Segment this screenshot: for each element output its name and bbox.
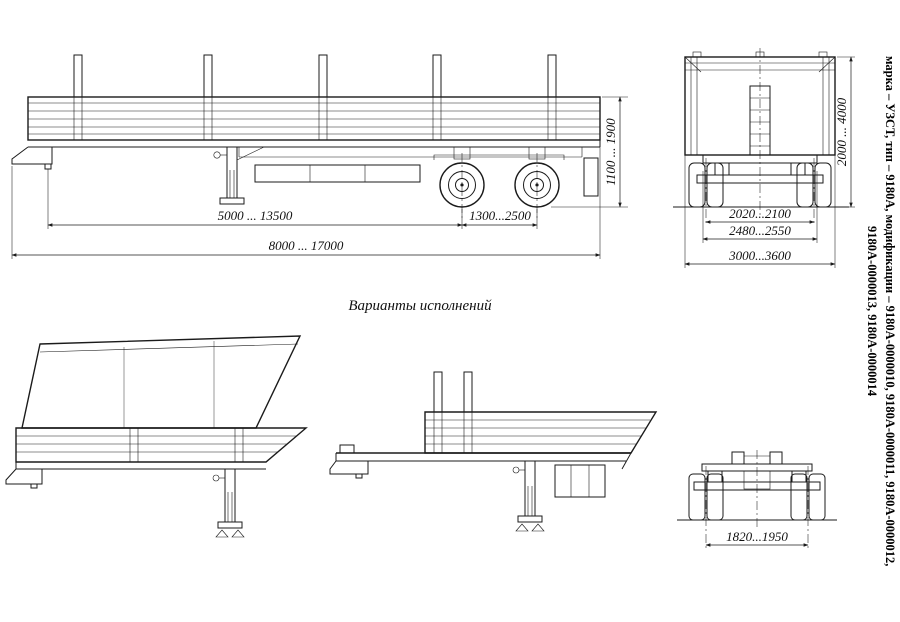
cover-tarp bbox=[21, 335, 302, 429]
axle bbox=[693, 481, 821, 491]
dim-height-overall-label: 2000 ... 4000 bbox=[834, 97, 849, 166]
view-front: 2020...2100 2480...2550 3000...3600 2000… bbox=[663, 46, 863, 304]
tire bbox=[688, 162, 706, 208]
view-variant-covered bbox=[4, 330, 324, 570]
margin-note-line1: марка – УЗСТ, тип – 9180А, модификации –… bbox=[883, 55, 897, 567]
dimension-height-overall: 2000 ... 4000 bbox=[834, 56, 855, 208]
dim-width-inner-label: 2020...2100 bbox=[729, 206, 791, 221]
side-view-drawing: 5000 ... 13500 1300...2500 8000 ... 1700… bbox=[11, 54, 628, 259]
frame-and-gooseneck bbox=[11, 140, 601, 183]
chassis-front bbox=[673, 154, 849, 226]
chassis-structure bbox=[693, 451, 821, 491]
tire bbox=[790, 473, 808, 521]
tire bbox=[808, 473, 826, 521]
toolbox bbox=[554, 464, 606, 498]
landing-gear bbox=[212, 469, 245, 538]
landing-gear-foot bbox=[219, 197, 245, 205]
front-view-drawing: 2020...2100 2480...2550 3000...3600 2000… bbox=[673, 48, 855, 268]
dim-axle-spacing-label: 1300...2500 bbox=[469, 208, 531, 223]
landing-gear-foot bbox=[217, 521, 243, 529]
stake-posts bbox=[433, 371, 473, 413]
bed-panel bbox=[27, 96, 601, 141]
fender bbox=[433, 154, 565, 160]
frame-and-gooseneck bbox=[5, 462, 266, 489]
bed-panel bbox=[15, 427, 308, 463]
crank-handle-icon bbox=[212, 474, 220, 482]
kingpin bbox=[30, 483, 38, 489]
side-guard-rail bbox=[254, 164, 421, 183]
wheels bbox=[677, 466, 837, 550]
dimension-overall-length: 8000 ... 17000 bbox=[11, 147, 601, 259]
kingpin bbox=[355, 473, 363, 479]
chassis-rear-drawing: 1820...1950 bbox=[677, 450, 837, 550]
landing-gear bbox=[512, 461, 545, 532]
margin-note: марка – УЗСТ, тип – 9180А, модификации –… bbox=[861, 0, 899, 622]
halfboard-variant-drawing bbox=[329, 371, 658, 532]
wheel bbox=[439, 153, 485, 220]
dim-track-label: 1820...1950 bbox=[726, 529, 788, 544]
dim-platform-height-label: 1100 ... 1900 bbox=[603, 118, 618, 186]
dimension-width-inner: 2020...2100 bbox=[705, 206, 815, 224]
tire bbox=[706, 473, 724, 521]
kingpin bbox=[44, 163, 52, 170]
tire bbox=[814, 162, 832, 208]
variants-caption: Варианты исполнений bbox=[348, 298, 492, 314]
view-chassis-rear: 1820...1950 bbox=[672, 448, 842, 573]
wheel bbox=[514, 153, 560, 220]
landing-gear-foot bbox=[517, 515, 543, 523]
view-variant-halfboard bbox=[328, 358, 668, 558]
mudflap bbox=[583, 157, 599, 197]
view-side-main: 5000 ... 13500 1300...2500 8000 ... 1700… bbox=[6, 48, 651, 268]
landing-gear bbox=[213, 146, 265, 205]
crank-handle-icon bbox=[512, 466, 520, 474]
bed-panel bbox=[424, 411, 658, 470]
dim-width-overall-label: 3000...3600 bbox=[728, 248, 791, 263]
axle bbox=[696, 174, 824, 184]
dimension-platform-height: 1100 ... 1900 bbox=[551, 96, 628, 208]
dimension-axle-spacing: 1300...2500 bbox=[461, 208, 538, 229]
axle-group bbox=[433, 146, 599, 220]
covered-variant-drawing bbox=[5, 335, 308, 538]
platform-and-frame bbox=[329, 444, 631, 498]
margin-note-line2: 9180А-0000013, 9180А-0000014 bbox=[865, 225, 879, 397]
dim-overall-length-label: 8000 ... 17000 bbox=[269, 238, 344, 253]
dim-width-frame-label: 2480...2550 bbox=[729, 223, 791, 238]
dimension-track: 1820...1950 bbox=[705, 529, 809, 547]
dim-kingpin-to-axle-label: 5000 ... 13500 bbox=[218, 208, 293, 223]
dimension-width-frame: 2480...2550 bbox=[702, 171, 818, 243]
crank-handle-icon bbox=[213, 151, 221, 159]
front-bracket bbox=[339, 444, 355, 454]
stake-posts bbox=[73, 54, 557, 140]
dimension-width-overall: 3000...3600 bbox=[684, 155, 836, 268]
tire bbox=[688, 473, 706, 521]
